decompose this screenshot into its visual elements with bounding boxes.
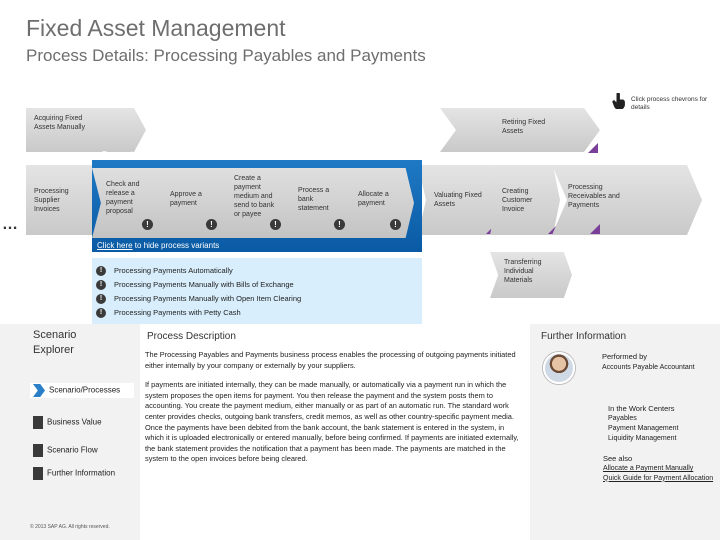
page-subtitle: Process Details: Processing Payables and… <box>26 46 426 65</box>
info-icon[interactable]: ! <box>390 219 401 230</box>
step-label: Check and release a payment proposal <box>106 181 140 215</box>
document-icon <box>33 467 43 480</box>
chevron-label: Retiring Fixed Assets <box>502 119 546 135</box>
info-icon: ! <box>96 294 106 305</box>
info-icon[interactable]: ! <box>142 219 153 230</box>
document-icon <box>33 416 43 429</box>
work-center-item: Liquidity Management <box>608 435 677 442</box>
corner-marker <box>590 224 600 234</box>
chevron-acquiring-fixed-assets[interactable]: Acquiring Fixed Assets Manually <box>26 108 146 152</box>
process-description-body: The Processing Payables and Payments bus… <box>145 350 525 474</box>
corner-marker <box>548 224 558 234</box>
see-also-list: Allocate a Payment Manually Quick Guide … <box>603 464 715 483</box>
step-label: Process a bank statement <box>298 187 330 212</box>
avatar <box>543 352 575 384</box>
variants-toggle-link[interactable]: Click here <box>97 241 133 250</box>
corner-marker <box>486 224 496 234</box>
variant-label: Processing Payments Manually with Bills … <box>114 280 294 289</box>
variant-label: Processing Payments Manually with Open I… <box>114 294 302 303</box>
variant-label: Processing Payments Automatically <box>114 266 233 275</box>
description-paragraph: The Processing Payables and Payments bus… <box>145 350 516 370</box>
document-icon <box>33 444 43 457</box>
more-ellipsis[interactable]: … <box>2 216 19 233</box>
variant-item[interactable]: ! Processing Payments Manually with Bills… <box>96 280 294 291</box>
explorer-label: Scenario Flow <box>47 445 98 455</box>
chevron-label: Creating Customer Invoice <box>502 188 533 213</box>
work-centers-list: Payables Payment Management Liquidity Ma… <box>608 414 718 444</box>
variant-item[interactable]: ! Processing Payments Automatically <box>96 266 233 277</box>
performed-by-value: Accounts Payable Accountant <box>602 364 695 371</box>
variant-item[interactable]: ! Processing Payments Manually with Open … <box>96 294 302 305</box>
chevron-label: Processing Receivables and Payments <box>568 184 620 209</box>
info-icon: ! <box>96 308 106 319</box>
see-also-label: See also <box>603 454 633 463</box>
info-icon: ! <box>96 266 106 277</box>
explorer-item-scenario-processes[interactable]: Scenario/Processes <box>33 384 120 397</box>
info-icon[interactable]: ! <box>334 219 345 230</box>
explorer-label: Further Information <box>47 468 116 478</box>
variants-list <box>92 258 422 324</box>
chevron-label: Acquiring Fixed Assets Manually <box>34 115 85 131</box>
chevron-icon <box>33 384 45 397</box>
process-description-title: Process Description <box>147 331 236 342</box>
explorer-item-scenario-flow[interactable]: Scenario Flow <box>33 444 98 457</box>
see-also-link[interactable]: Quick Guide for Payment Allocation <box>603 474 714 482</box>
work-centers-label: In the Work Centers <box>608 404 675 413</box>
performed-by-label: Performed by <box>602 352 648 361</box>
page-title: Fixed Asset Management <box>26 15 286 41</box>
variants-toggle[interactable]: Click here to hide process variants <box>97 241 219 250</box>
step-label: Approve a payment <box>170 191 202 207</box>
work-center-item: Payables <box>608 415 637 422</box>
copyright: © 2013 SAP AG. All rights reserved. <box>30 524 110 530</box>
step-process-bank-statement[interactable]: Process a bank statement ! <box>284 168 358 238</box>
info-icon[interactable]: ! <box>206 219 217 230</box>
step-check-release-proposal[interactable]: Check and release a payment proposal ! <box>92 168 166 238</box>
step-allocate-payment[interactable]: Allocate a payment ! <box>344 168 414 238</box>
chevron-label: Transferring Individual Materials <box>504 259 542 284</box>
close-icon[interactable]: X <box>410 146 417 157</box>
chevron-processing-receivables-payments[interactable]: Processing Receivables and Payments <box>552 165 702 235</box>
chevron-creating-customer-invoice[interactable]: Creating Customer Invoice <box>490 165 560 235</box>
description-paragraph: If payments are initiated internally, th… <box>145 380 519 464</box>
see-also-link[interactable]: Allocate a Payment Manually <box>603 465 694 472</box>
variant-label: Processing Payments with Petty Cash <box>114 308 241 317</box>
further-information-title: Further Information <box>541 331 627 342</box>
chevron-transferring-materials[interactable]: Transferring Individual Materials <box>490 252 572 298</box>
explorer-item-business-value[interactable]: Business Value <box>33 416 102 429</box>
hint-text: Click process chevrons for details <box>631 96 708 111</box>
variant-item[interactable]: ! Processing Payments with Petty Cash <box>96 308 241 319</box>
chevron-valuating-fixed-assets[interactable]: Valuating Fixed Assets <box>418 165 498 235</box>
hand-pointer-icon <box>612 93 625 109</box>
description-panel <box>140 324 530 540</box>
chevron-retiring-fixed-assets[interactable]: Retiring Fixed Assets <box>440 108 600 152</box>
work-center-item: Payment Management <box>608 425 679 432</box>
step-label: Allocate a payment <box>358 191 389 207</box>
chevron-label: Processing Supplier Invoices <box>34 188 69 213</box>
info-icon: ! <box>96 280 106 291</box>
chevron-label: Valuating Fixed Assets <box>434 192 482 208</box>
explorer-selection <box>30 383 134 398</box>
step-create-payment-medium[interactable]: Create a payment medium and send to bank… <box>220 168 294 238</box>
step-label: Create a payment medium and send to bank… <box>234 175 275 218</box>
info-icon[interactable]: ! <box>270 219 281 230</box>
explorer-label: Scenario/Processes <box>49 385 121 395</box>
corner-marker <box>588 143 598 153</box>
step-approve-payment[interactable]: Approve a payment ! <box>156 168 230 238</box>
explorer-item-further-information[interactable]: Further Information <box>33 467 115 480</box>
scenario-explorer-title: Scenario Explorer <box>33 329 77 356</box>
explorer-label: Business Value <box>47 417 102 427</box>
process-detail-title: Processing Payables and Payments - Proce… <box>102 150 364 159</box>
variants-toggle-text: to hide process variants <box>132 241 220 250</box>
